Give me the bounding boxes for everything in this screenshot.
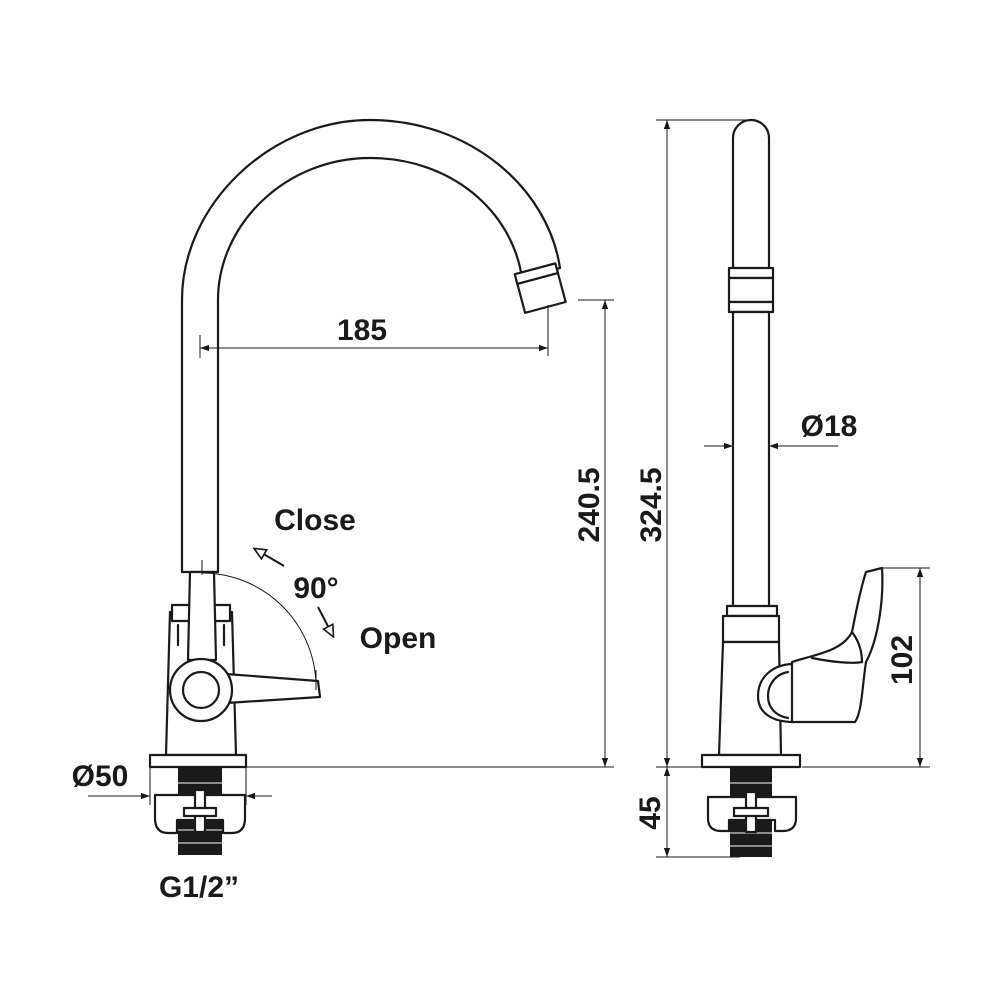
side-aerator-ring bbox=[727, 276, 775, 304]
base-diameter-label: Ø50 bbox=[72, 760, 129, 793]
base-plate bbox=[148, 753, 248, 769]
total-height-label: 324.5 bbox=[635, 467, 668, 542]
thread-label: G1/2” bbox=[159, 871, 239, 904]
side-pipe-upper bbox=[731, 118, 771, 277]
dimension-handle-height: 102 bbox=[802, 567, 930, 768]
side-base-plate bbox=[700, 753, 802, 769]
dimension-outlet-height: 240.5 bbox=[232, 299, 614, 768]
outlet-height-label: 240.5 bbox=[573, 467, 606, 542]
shank-length-label: 45 bbox=[634, 796, 667, 829]
side-view bbox=[700, 118, 884, 857]
dimension-spout-reach: 185 bbox=[199, 305, 549, 358]
front-view bbox=[148, 118, 567, 855]
lever-handle-open[interactable] bbox=[224, 672, 322, 705]
lever-handle-closed[interactable] bbox=[186, 570, 218, 662]
aerator bbox=[513, 262, 567, 314]
side-pipe-lower bbox=[731, 310, 771, 610]
dimension-shank-length: 45 bbox=[634, 767, 740, 858]
dimension-base-diameter: Ø50 bbox=[72, 760, 272, 805]
close-arrow-icon bbox=[255, 549, 285, 567]
dimension-total-height: 324.5 bbox=[635, 119, 752, 768]
close-label: Close bbox=[274, 504, 356, 537]
rotation-arc bbox=[201, 572, 317, 688]
dimension-pipe-diameter: Ø18 bbox=[704, 410, 858, 450]
open-label: Open bbox=[360, 622, 437, 655]
side-lever-handle[interactable] bbox=[790, 566, 884, 724]
gooseneck-spout bbox=[180, 118, 562, 574]
spout-reach-label: 185 bbox=[337, 314, 387, 347]
side-body-collar bbox=[721, 614, 781, 644]
rotation-angle-label: 90° bbox=[293, 572, 338, 605]
open-arrow-icon bbox=[317, 606, 333, 636]
handle-height-label: 102 bbox=[886, 635, 919, 685]
pipe-diameter-label: Ø18 bbox=[801, 410, 858, 443]
